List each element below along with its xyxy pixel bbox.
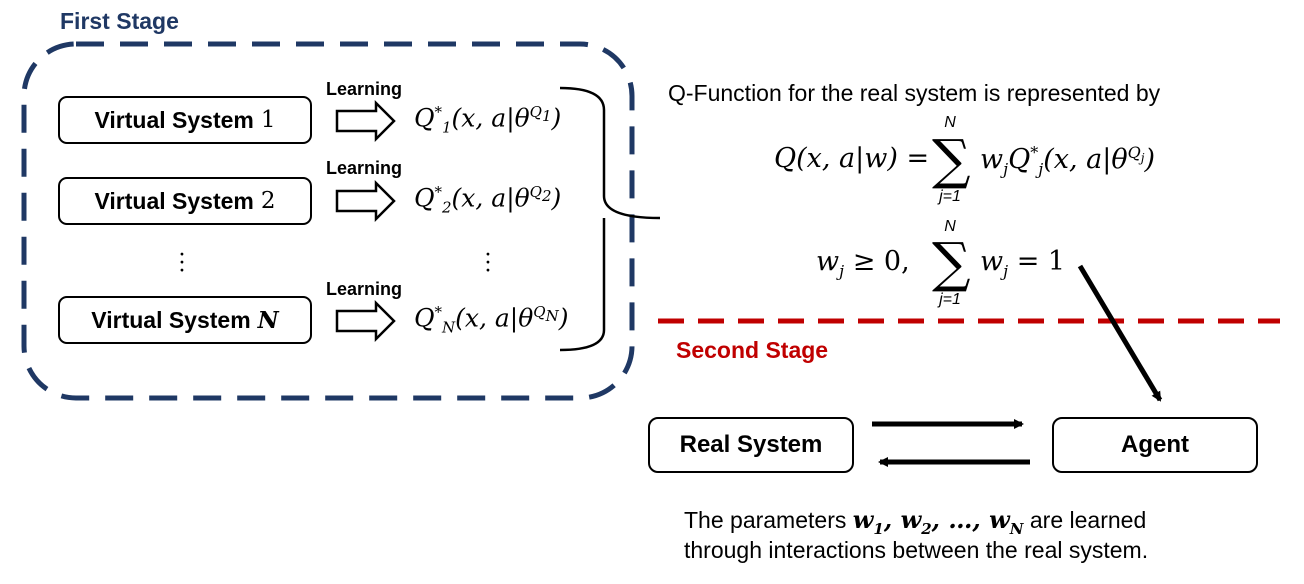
right-brace — [559, 86, 661, 352]
constraint-rhs: wj = 1 — [980, 246, 1066, 281]
virtual-system-index: N — [257, 306, 279, 334]
learning-label-n: Learning — [326, 279, 403, 299]
q-function-lhs: Q(x, a|w) = — [774, 143, 930, 174]
q-function-header: Q-Function for the real system is repres… — [668, 80, 1161, 106]
learning-arrow-1 — [335, 99, 396, 143]
weights-to-agent-arrow — [1077, 264, 1163, 402]
virtual-system-label: Virtual System — [91, 306, 251, 333]
constraint-lhs: wj ≥ 0, — [816, 246, 910, 281]
vertical-ellipsis-right: ··· — [484, 243, 492, 284]
vertical-ellipsis-left: ··· — [178, 243, 186, 284]
learning-label-1: Learning — [326, 79, 403, 99]
note-suffix: are learned — [1029, 507, 1147, 533]
parameters-note-line2: through interactions between the real sy… — [684, 537, 1149, 563]
summation-symbol: ∑ — [932, 128, 971, 191]
virtual-system-index: 2 — [260, 188, 276, 214]
learning-label-2: Learning — [326, 158, 403, 178]
first-stage-container — [21, 41, 635, 401]
sum-lower-limit: j=1 — [939, 188, 961, 205]
sum-upper-limit: N — [944, 114, 956, 131]
virtual-system-n-box: Virtual System N — [58, 296, 312, 344]
first-stage-title: First Stage — [60, 8, 179, 34]
agent-box: Agent — [1052, 417, 1258, 473]
virtual-system-index: 1 — [260, 107, 276, 133]
q-function-2: Q*2(x, a|θQ2) — [414, 183, 562, 217]
virtual-system-2-box: Virtual System 2 — [58, 177, 312, 225]
q-function-1: Q*1(x, a|θQ1) — [414, 103, 562, 137]
second-stage-title: Second Stage — [676, 337, 829, 363]
constraint-sum-lower: j=1 — [939, 291, 961, 308]
constraint-summation-symbol: ∑ — [932, 231, 971, 294]
learning-arrow-n — [335, 299, 396, 343]
constraint-sum-upper: N — [944, 218, 956, 235]
q-function-n: Q*N(x, a|θQN) — [414, 303, 569, 337]
parameters-note-line1: The parameters w1, w2, …, wN are learned — [684, 505, 1146, 538]
virtual-system-1-box: Virtual System 1 — [58, 96, 312, 144]
virtual-system-label: Virtual System — [94, 106, 254, 133]
agent-label: Agent — [1121, 431, 1189, 458]
learning-arrow-2 — [335, 179, 396, 223]
real-system-box: Real System — [648, 417, 854, 473]
real-system-label: Real System — [679, 431, 823, 458]
note-params: w1, w2, …, wN — [852, 505, 1024, 538]
q-function-rhs: wjQ*j(x, a|θQj) — [980, 143, 1155, 179]
note-prefix: The parameters — [684, 507, 847, 533]
virtual-system-label: Virtual System — [94, 187, 254, 214]
